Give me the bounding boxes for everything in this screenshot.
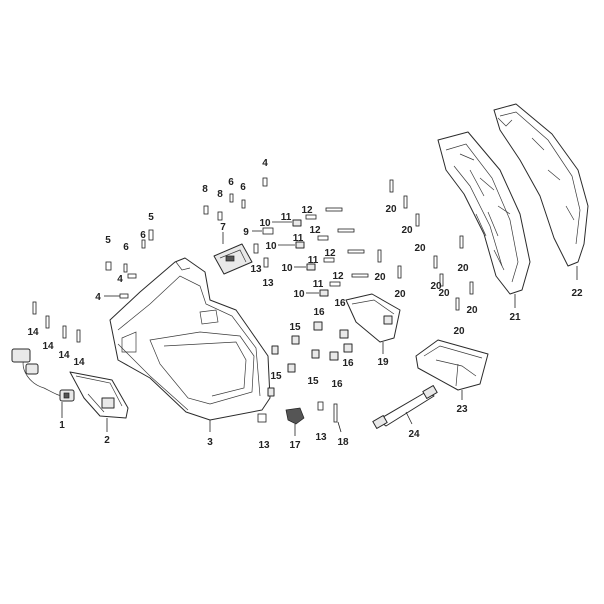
callout-17: 17 bbox=[289, 440, 301, 451]
callout-13d: 13 bbox=[315, 432, 327, 443]
callout-23: 23 bbox=[456, 404, 468, 415]
callout-14d: 14 bbox=[73, 357, 85, 368]
callout-1: 1 bbox=[59, 420, 65, 431]
callout-6b: 6 bbox=[140, 230, 146, 241]
callout-15c: 15 bbox=[307, 376, 319, 387]
callout-9: 9 bbox=[243, 227, 249, 238]
callout-16b: 16 bbox=[334, 298, 346, 309]
callout-12c: 12 bbox=[324, 248, 336, 259]
part-22-outer-panel bbox=[493, 103, 589, 267]
part-24-strap bbox=[372, 385, 438, 429]
callout-2: 2 bbox=[104, 435, 110, 446]
part-3-main-housing bbox=[109, 257, 271, 421]
callout-10a: 10 bbox=[259, 218, 271, 229]
callout-12b: 12 bbox=[309, 225, 321, 236]
callout-4a: 4 bbox=[262, 158, 268, 169]
callout-3: 3 bbox=[207, 437, 213, 448]
callout-6d: 6 bbox=[240, 182, 246, 193]
part-21-inner-panel bbox=[437, 131, 531, 295]
callout-8a: 8 bbox=[202, 184, 208, 195]
callout-11c: 11 bbox=[308, 255, 319, 266]
callout-20i: 20 bbox=[453, 326, 465, 337]
callout-12d: 12 bbox=[332, 271, 344, 282]
callout-7: 7 bbox=[220, 222, 226, 233]
part-19-shield bbox=[345, 293, 401, 343]
callout-8b: 8 bbox=[217, 189, 223, 200]
callout-15a: 15 bbox=[289, 322, 301, 333]
callout-20d: 20 bbox=[374, 272, 386, 283]
callout-20b: 20 bbox=[401, 225, 413, 236]
callout-6c: 6 bbox=[228, 177, 234, 188]
part-7-latch bbox=[213, 243, 253, 275]
callout-13b: 13 bbox=[262, 278, 274, 289]
part-1-wiring-harness bbox=[11, 348, 75, 402]
callout-10b: 10 bbox=[265, 241, 277, 252]
callout-12a: 12 bbox=[301, 205, 313, 216]
callout-16a: 16 bbox=[313, 307, 325, 318]
callout-21: 21 bbox=[509, 312, 521, 323]
callout-18: 18 bbox=[337, 437, 349, 448]
callout-4b: 4 bbox=[117, 274, 123, 285]
callout-10c: 10 bbox=[281, 263, 293, 274]
callout-6a: 6 bbox=[123, 242, 129, 253]
part-2-mounting-bracket bbox=[69, 371, 129, 419]
callout-22: 22 bbox=[571, 288, 583, 299]
callout-16d: 16 bbox=[331, 379, 343, 390]
callout-16c: 16 bbox=[342, 358, 354, 369]
callout-20a: 20 bbox=[385, 204, 397, 215]
callout-10d: 10 bbox=[293, 289, 305, 300]
callout-5a: 5 bbox=[148, 212, 154, 223]
callout-4c: 4 bbox=[95, 292, 101, 303]
callout-15b: 15 bbox=[270, 371, 282, 382]
callout-20c: 20 bbox=[414, 243, 426, 254]
callout-20g: 20 bbox=[457, 263, 469, 274]
callout-19: 19 bbox=[377, 357, 389, 368]
callout-13a: 13 bbox=[250, 264, 262, 275]
callout-14b: 14 bbox=[42, 341, 54, 352]
part-23-cover-tray bbox=[415, 339, 489, 391]
callout-24: 24 bbox=[408, 429, 420, 440]
callout-14c: 14 bbox=[58, 350, 70, 361]
callout-20j: 20 bbox=[438, 288, 450, 299]
callout-11a: 11 bbox=[281, 212, 292, 223]
callout-20e: 20 bbox=[394, 289, 406, 300]
callout-11b: 11 bbox=[293, 233, 304, 244]
callout-20f: 20 bbox=[430, 281, 442, 292]
callout-5b: 5 bbox=[105, 235, 111, 246]
callout-14a: 14 bbox=[27, 327, 39, 338]
callout-11d: 11 bbox=[313, 279, 324, 290]
hardware-fasteners bbox=[32, 177, 474, 425]
callout-20h: 20 bbox=[466, 305, 478, 316]
callout-13c: 13 bbox=[258, 440, 270, 451]
